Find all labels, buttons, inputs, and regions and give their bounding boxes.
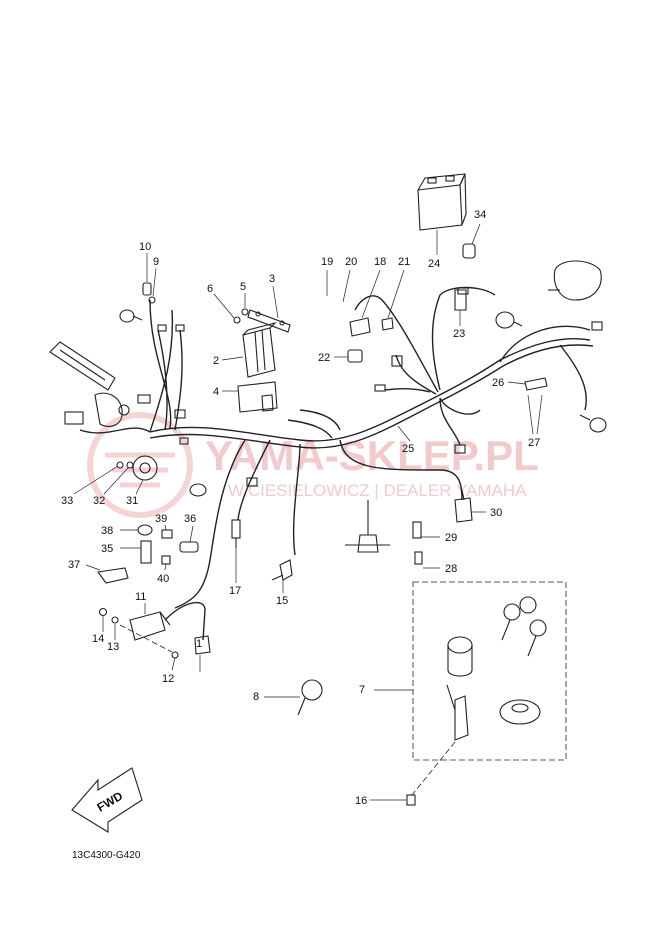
callout-32: 32 [93, 495, 105, 507]
turn-signal-right-front [495, 311, 523, 329]
callout-25: 25 [402, 443, 414, 455]
turn-signal-right-rear [579, 414, 607, 433]
callout-2: 2 [213, 355, 219, 367]
bulb-10 [142, 282, 152, 296]
switch-30 [454, 489, 473, 523]
diagram-code: 13C4300-G420 [72, 850, 141, 861]
harness-connectors [137, 287, 603, 487]
callout-13: 13 [107, 641, 119, 653]
callout-12: 12 [162, 673, 174, 685]
callout-5: 5 [240, 281, 246, 293]
callout-18: 18 [374, 256, 386, 268]
cdi-unit [242, 321, 277, 378]
rectifier [237, 381, 278, 413]
watermark: YAMA-SKLEP.PL W.CIESIELOWICZ | DEALER YA… [87, 412, 539, 518]
battery [417, 173, 467, 231]
watermark-sub: W.CIESIELOWICZ | DEALER YAMAHA [228, 481, 527, 500]
callout-8: 8 [253, 691, 259, 703]
turn-signal-left-front [119, 309, 143, 323]
callout-1: 1 [196, 638, 202, 650]
fuel-cap [499, 699, 541, 725]
main-switch-box [412, 581, 567, 761]
callout-19: 19 [321, 256, 333, 268]
callout-36: 36 [184, 513, 196, 525]
relay-22 [347, 349, 363, 363]
item-23 [454, 289, 467, 311]
ignition-coil [129, 601, 206, 641]
main-harness [79, 286, 594, 609]
callout-6: 6 [207, 283, 213, 295]
front-light [94, 392, 130, 428]
callout-27: 27 [528, 437, 540, 449]
callout-33: 33 [61, 495, 73, 507]
switch-28 [414, 551, 423, 565]
main-switch-keys [501, 596, 547, 657]
callout-30: 30 [490, 507, 502, 519]
callout-38: 38 [101, 525, 113, 537]
tail-light [548, 260, 602, 301]
fuse-holder [462, 243, 476, 259]
callout-31: 31 [126, 495, 138, 507]
callout-23: 23 [453, 328, 465, 340]
spark-plug-cap [194, 635, 211, 655]
left-coupler [64, 411, 84, 425]
callout-21: 21 [398, 256, 410, 268]
sensor-15 [271, 559, 293, 581]
callout-3: 3 [269, 273, 275, 285]
meter-unit [49, 341, 116, 391]
callout-24: 24 [428, 258, 440, 270]
callouts: 1 2 3 4 5 6 7 8 9 10 11 12 13 14 15 16 1… [61, 209, 543, 807]
main-switch [446, 636, 473, 741]
callout-10: 10 [139, 241, 151, 253]
switch-29 [412, 521, 422, 539]
callout-34: 34 [474, 209, 486, 221]
item-18-21 [349, 317, 394, 337]
callout-9: 9 [153, 256, 159, 268]
callout-28: 28 [445, 563, 457, 575]
callout-40: 40 [157, 573, 169, 585]
callout-39: 39 [155, 513, 167, 525]
callout-17: 17 [229, 585, 241, 597]
callout-29: 29 [445, 532, 457, 544]
fwd-arrow: FWD [71, 767, 143, 833]
bolts-top [233, 308, 249, 324]
callout-26: 26 [492, 377, 504, 389]
callout-11: 11 [135, 591, 146, 603]
watermark-main: YAMA-SKLEP.PL [205, 432, 539, 479]
bulb-9 [148, 296, 156, 304]
callout-16: 16 [355, 795, 367, 807]
callout-15: 15 [276, 595, 288, 607]
callout-14: 14 [92, 633, 104, 645]
callout-37: 37 [68, 559, 80, 571]
callout-20: 20 [345, 256, 357, 268]
sensor-17 [231, 519, 241, 548]
spare-key [297, 679, 323, 716]
turn-signal-left-rear [189, 483, 207, 497]
fwd-label: FWD [95, 789, 126, 815]
speedometer-cable [345, 500, 390, 553]
mount-screw-16 [406, 741, 456, 806]
callout-35: 35 [101, 543, 113, 555]
bracket-26 [524, 377, 548, 391]
callout-7: 7 [359, 684, 365, 696]
horn [132, 455, 158, 481]
callout-4: 4 [213, 386, 219, 398]
callout-22: 22 [318, 352, 330, 364]
horn-fasteners [116, 461, 134, 469]
mounting-bracket [247, 309, 291, 333]
